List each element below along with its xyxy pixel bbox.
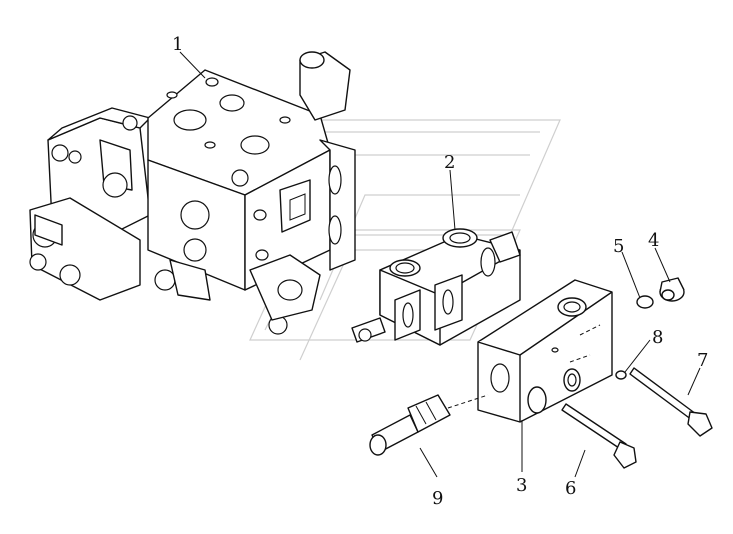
callout-8: 8	[652, 327, 663, 348]
o-ring-small	[615, 370, 627, 380]
o-ring-large	[636, 295, 654, 309]
callout-3: 3	[516, 475, 527, 496]
spool-valve-section	[351, 228, 521, 346]
callout-4: 4	[648, 230, 659, 251]
short-bolt	[561, 403, 637, 469]
long-bolt	[629, 367, 713, 437]
callout-2: 2	[444, 152, 455, 173]
relief-cartridge	[369, 394, 489, 456]
valve-body-block	[477, 279, 613, 423]
callout-6: 6	[565, 478, 576, 499]
plug	[659, 277, 685, 302]
callout-1: 1	[172, 34, 183, 55]
callout-7: 7	[697, 350, 708, 371]
callout-5: 5	[613, 236, 624, 257]
callout-9: 9	[432, 488, 443, 509]
main-valve-assembly	[29, 51, 356, 335]
leader-lines	[179, 51, 701, 478]
